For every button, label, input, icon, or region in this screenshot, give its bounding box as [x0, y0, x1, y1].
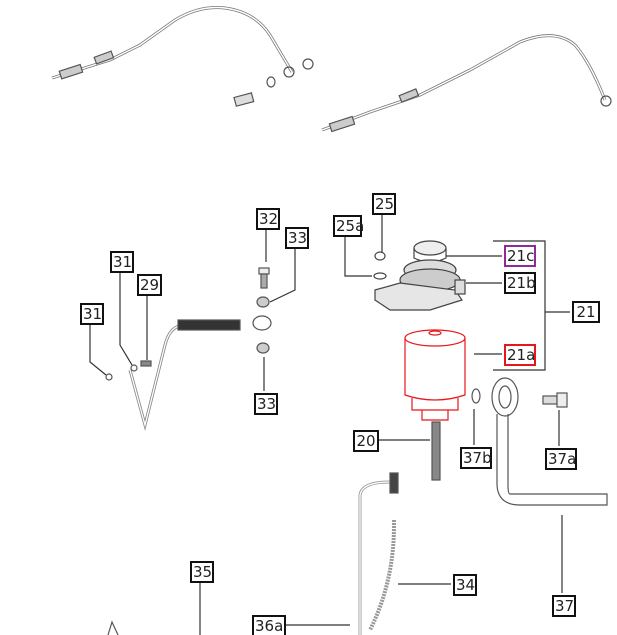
washer-33-bottom	[256, 342, 270, 354]
fitting-35	[107, 620, 119, 635]
callout-37[interactable]: 37	[552, 595, 576, 617]
filter-head	[373, 240, 466, 311]
leader-lines	[89, 215, 570, 635]
return-hose-34	[358, 472, 399, 635]
bolt-32	[258, 267, 270, 289]
callout-35[interactable]: 35	[190, 561, 214, 583]
callout-25a[interactable]: 25a	[333, 215, 364, 237]
callout-34[interactable]: 34	[453, 574, 477, 596]
callout-20[interactable]: 20	[353, 430, 379, 452]
callout-21[interactable]: 21	[572, 301, 600, 323]
callout-29[interactable]: 29	[137, 274, 162, 296]
callout-21a[interactable]: 21a	[504, 344, 536, 366]
fuel-pipe-upper-left	[51, 6, 295, 80]
callout-36a[interactable]: 36a	[252, 615, 286, 635]
banjo-bolt-top	[233, 58, 314, 107]
drain-pipe	[431, 421, 441, 481]
callout-32[interactable]: 32	[256, 208, 280, 230]
filter-cartridge	[404, 329, 466, 421]
callout-31-left[interactable]: 31	[80, 303, 104, 325]
callout-21b[interactable]: 21b	[504, 272, 536, 294]
washer-37b	[471, 388, 481, 404]
washer-33-top	[256, 296, 270, 308]
callout-25[interactable]: 25	[372, 193, 396, 215]
callout-33-top[interactable]: 33	[285, 227, 309, 249]
fuel-pipe-upper-right	[321, 34, 612, 133]
callout-21c[interactable]: 21c	[504, 245, 536, 267]
bolt-37a	[542, 392, 568, 408]
ring-pipe-37	[491, 377, 608, 506]
callout-33-bottom[interactable]: 33	[254, 393, 278, 415]
callout-31-upper[interactable]: 31	[110, 251, 134, 273]
callout-37b[interactable]: 37b	[460, 447, 492, 469]
callout-37a[interactable]: 37a	[545, 448, 577, 470]
fuel-return-pipe	[105, 315, 272, 431]
